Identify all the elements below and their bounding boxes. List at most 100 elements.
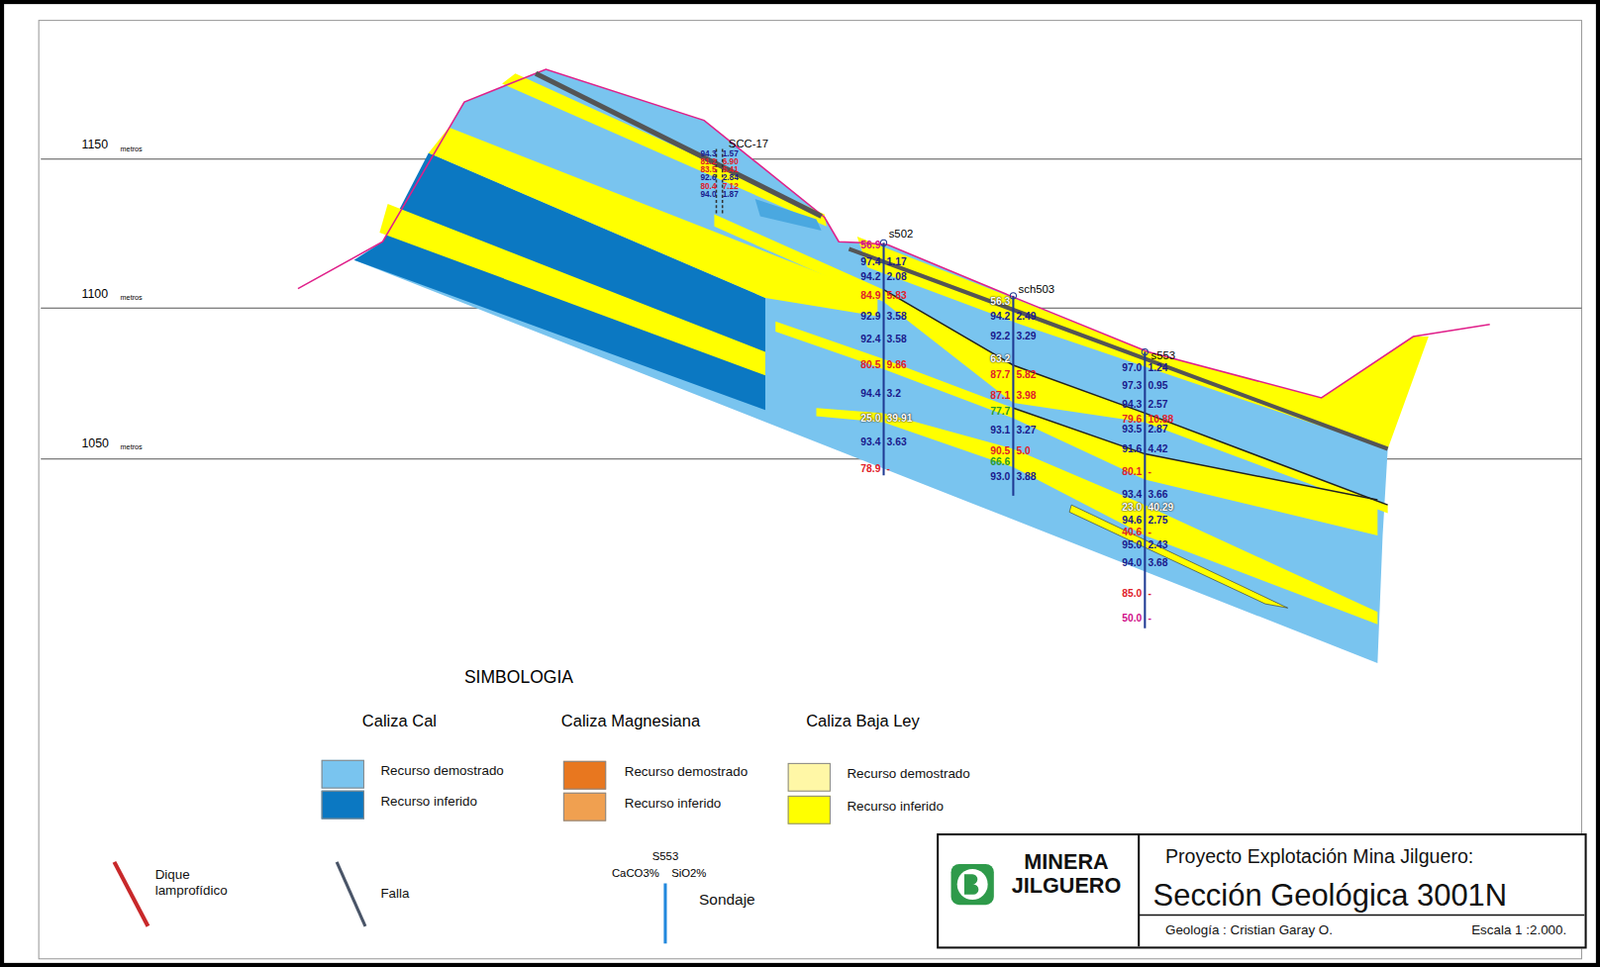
caliza-cal-demostrado: [354, 69, 1389, 664]
assay-value: 94.3: [1121, 399, 1142, 411]
section-label: Caliza Magnesiana: [561, 712, 700, 732]
section-label: s553: [1151, 349, 1177, 363]
assay-value: 56.9: [860, 239, 881, 252]
section-label: metros: [120, 294, 143, 302]
assay-value: 40.29: [1147, 501, 1174, 514]
assay-value: 92.4: [860, 333, 881, 346]
assay-value: 79.6: [1121, 412, 1142, 425]
title-text: Geología : Cristian Garay O.: [1165, 923, 1333, 939]
assay-value: -: [1147, 526, 1151, 539]
assay-value: 2.49: [1015, 309, 1036, 322]
assay-value: 3.58: [887, 309, 907, 322]
assay-value: 85.0: [1121, 588, 1142, 600]
assay-value: 1.57: [722, 149, 739, 159]
assay-value: 97.4: [860, 256, 881, 269]
surface-line: [298, 69, 1491, 399]
legend-text: Recurso demostrado: [624, 765, 748, 781]
section-label: Caliza Baja Ley: [805, 712, 920, 732]
assay-value: 84.9: [860, 290, 881, 302]
assay-value: 78.9: [860, 463, 881, 476]
legend-swatch: [563, 761, 606, 791]
baja-ley-band: [775, 321, 1378, 536]
assay-value: 5.0: [1015, 444, 1030, 457]
assay-value: 83.5: [700, 165, 716, 175]
assay-value: 94.0: [1121, 557, 1142, 570]
legend-text: Recurso inferido: [846, 800, 944, 815]
assay-value: 77.7: [990, 405, 1010, 418]
assay-value: 90.5: [990, 444, 1010, 457]
assay-value: -: [1147, 588, 1151, 600]
assay-value: 3.58: [887, 333, 907, 346]
assay-value: 50.0: [1121, 611, 1142, 624]
assay-value: 94.4: [860, 388, 881, 400]
assay-value: -: [1147, 466, 1151, 479]
fault-line: [848, 248, 1388, 449]
title-text: Proyecto Explotación Mina Jilguero:: [1165, 845, 1474, 869]
baja-ley-band: [428, 127, 878, 317]
assay-value: 92.6: [700, 173, 716, 183]
legend-text: Recurso inferido: [624, 797, 722, 812]
assay-value: -: [1147, 611, 1151, 624]
legend-swatch: [788, 796, 831, 825]
assay-value: 1.17: [887, 256, 907, 269]
section-label: SiO2%: [671, 867, 706, 881]
section-label: 1050: [81, 437, 109, 452]
assay-value: 93.4: [860, 436, 881, 449]
assay-value: 9.86: [887, 359, 907, 372]
assay-value: 1.24: [1147, 362, 1168, 375]
drawing-line: [1011, 296, 1014, 497]
assay-value: 81.2: [700, 157, 716, 167]
assay-value: 3.68: [1147, 557, 1168, 570]
section-label: SIMBOLOGIA: [464, 668, 574, 689]
assay-value: 94.2: [860, 271, 881, 284]
assay-value: 2.43: [1147, 539, 1168, 552]
contact-line: [884, 290, 1389, 505]
legend-text: Dique lamprofídico: [155, 868, 248, 900]
assay-value: 5.83: [887, 290, 907, 302]
logo: [951, 864, 995, 905]
assay-value: 2.84: [722, 173, 739, 183]
section-label: SCC-17: [728, 138, 769, 152]
drillhole-scc17: [715, 148, 722, 214]
section-label: 1100: [81, 287, 108, 301]
assay-value: 25.0: [860, 411, 881, 424]
assay-value: 87.1: [990, 390, 1010, 402]
section-label: metros: [120, 144, 143, 153]
legend-swatch: [321, 791, 365, 820]
divider: [1137, 835, 1140, 947]
dique-symbol: [113, 862, 148, 927]
legend-text: Recurso demostrado: [846, 767, 970, 783]
assay-value: 2.75: [1147, 513, 1168, 526]
assay-value: 3.98: [1015, 390, 1036, 402]
title-text: Sección Geológica 3001N: [1153, 878, 1508, 914]
assay-value: 39.91: [887, 411, 913, 424]
assay-value: 6.90: [722, 157, 739, 167]
assay-value: 97.0: [1121, 362, 1142, 375]
assay-value: 1.87: [722, 190, 739, 200]
assay-value: 93.5: [1121, 423, 1142, 436]
falla-symbol: [336, 862, 366, 927]
drawing-line: [1143, 352, 1146, 629]
inner-frame: [38, 20, 1582, 960]
section-label: 1150: [81, 138, 108, 153]
divider: [1138, 914, 1585, 917]
assay-value: 97.3: [1121, 379, 1142, 392]
assay-value: 94.6: [1121, 513, 1142, 526]
collar: [1009, 293, 1016, 300]
legend-text: Sondaje: [699, 891, 756, 909]
drawing-line: [882, 242, 885, 476]
contact-line: [1012, 407, 1378, 500]
company-name: MINERA JILGUERO: [1001, 849, 1131, 898]
logo: [964, 874, 979, 896]
assay-value: 3.63: [887, 436, 907, 449]
assay-value: 3.27: [1015, 424, 1036, 437]
assay-value: 2.08: [887, 271, 907, 284]
legend-swatch: [563, 793, 606, 822]
assay-value: 3.88: [1015, 471, 1036, 484]
assay-value: 80.4: [700, 182, 716, 192]
legend-swatch: [788, 763, 831, 793]
legend-text: Falla: [380, 887, 409, 902]
assay-value: 94.2: [990, 309, 1010, 322]
baja-ley-band: [501, 73, 827, 227]
